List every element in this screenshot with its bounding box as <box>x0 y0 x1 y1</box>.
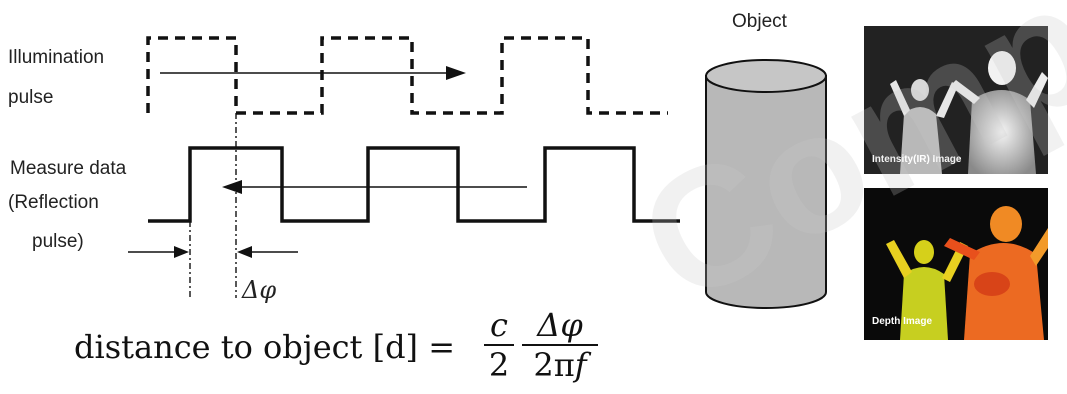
formula-frac1-numerator: c <box>490 306 508 344</box>
formula-fraction-phase-over-2pif: Δφ 2πf <box>522 306 598 384</box>
reflection-pulse-wave <box>148 146 680 223</box>
measure-label-line1: Measure data <box>10 158 127 179</box>
formula-frac2-bar <box>522 344 598 346</box>
formula-frac2-numerator: Δφ <box>537 306 583 344</box>
measure-label-line3: pulse) <box>32 231 84 252</box>
illumination-label-line2: pulse <box>8 87 54 108</box>
phase-shift-label: Δφ <box>242 276 277 304</box>
phase-arrowhead-left <box>174 246 189 258</box>
reflection-arrowhead <box>222 180 242 194</box>
formula-frac1-bar <box>484 344 514 346</box>
formula-frac1-denominator: 2 <box>488 346 510 384</box>
depth-image: Depth Image <box>864 188 1048 340</box>
object-cylinder-top <box>705 59 827 93</box>
formula-fraction-c-over-2: c 2 <box>484 306 514 384</box>
intensity-image-figures <box>864 26 1048 174</box>
illumination-arrowhead <box>446 66 466 80</box>
formula-frac2-denominator: 2πf <box>522 346 598 384</box>
intensity-image-label: Intensity(IR) Image <box>872 154 962 165</box>
depth-image-label: Depth Image <box>872 316 933 327</box>
formula-frac2-den-prefix: 2π <box>533 346 575 384</box>
formula-lhs: distance to object [d] = <box>74 328 456 366</box>
object-cylinder-body <box>705 75 827 309</box>
formula-frac2-den-var: f <box>574 346 587 384</box>
object-label: Object <box>732 11 787 32</box>
depth-image-figures <box>864 188 1048 340</box>
measure-label-line2: (Reflection <box>8 192 99 213</box>
intensity-ir-image: Intensity(IR) Image <box>864 26 1048 174</box>
phase-arrowhead-right <box>237 246 252 258</box>
illumination-pulse-wave <box>146 36 668 115</box>
illumination-label-line1: Illumination <box>8 47 105 68</box>
